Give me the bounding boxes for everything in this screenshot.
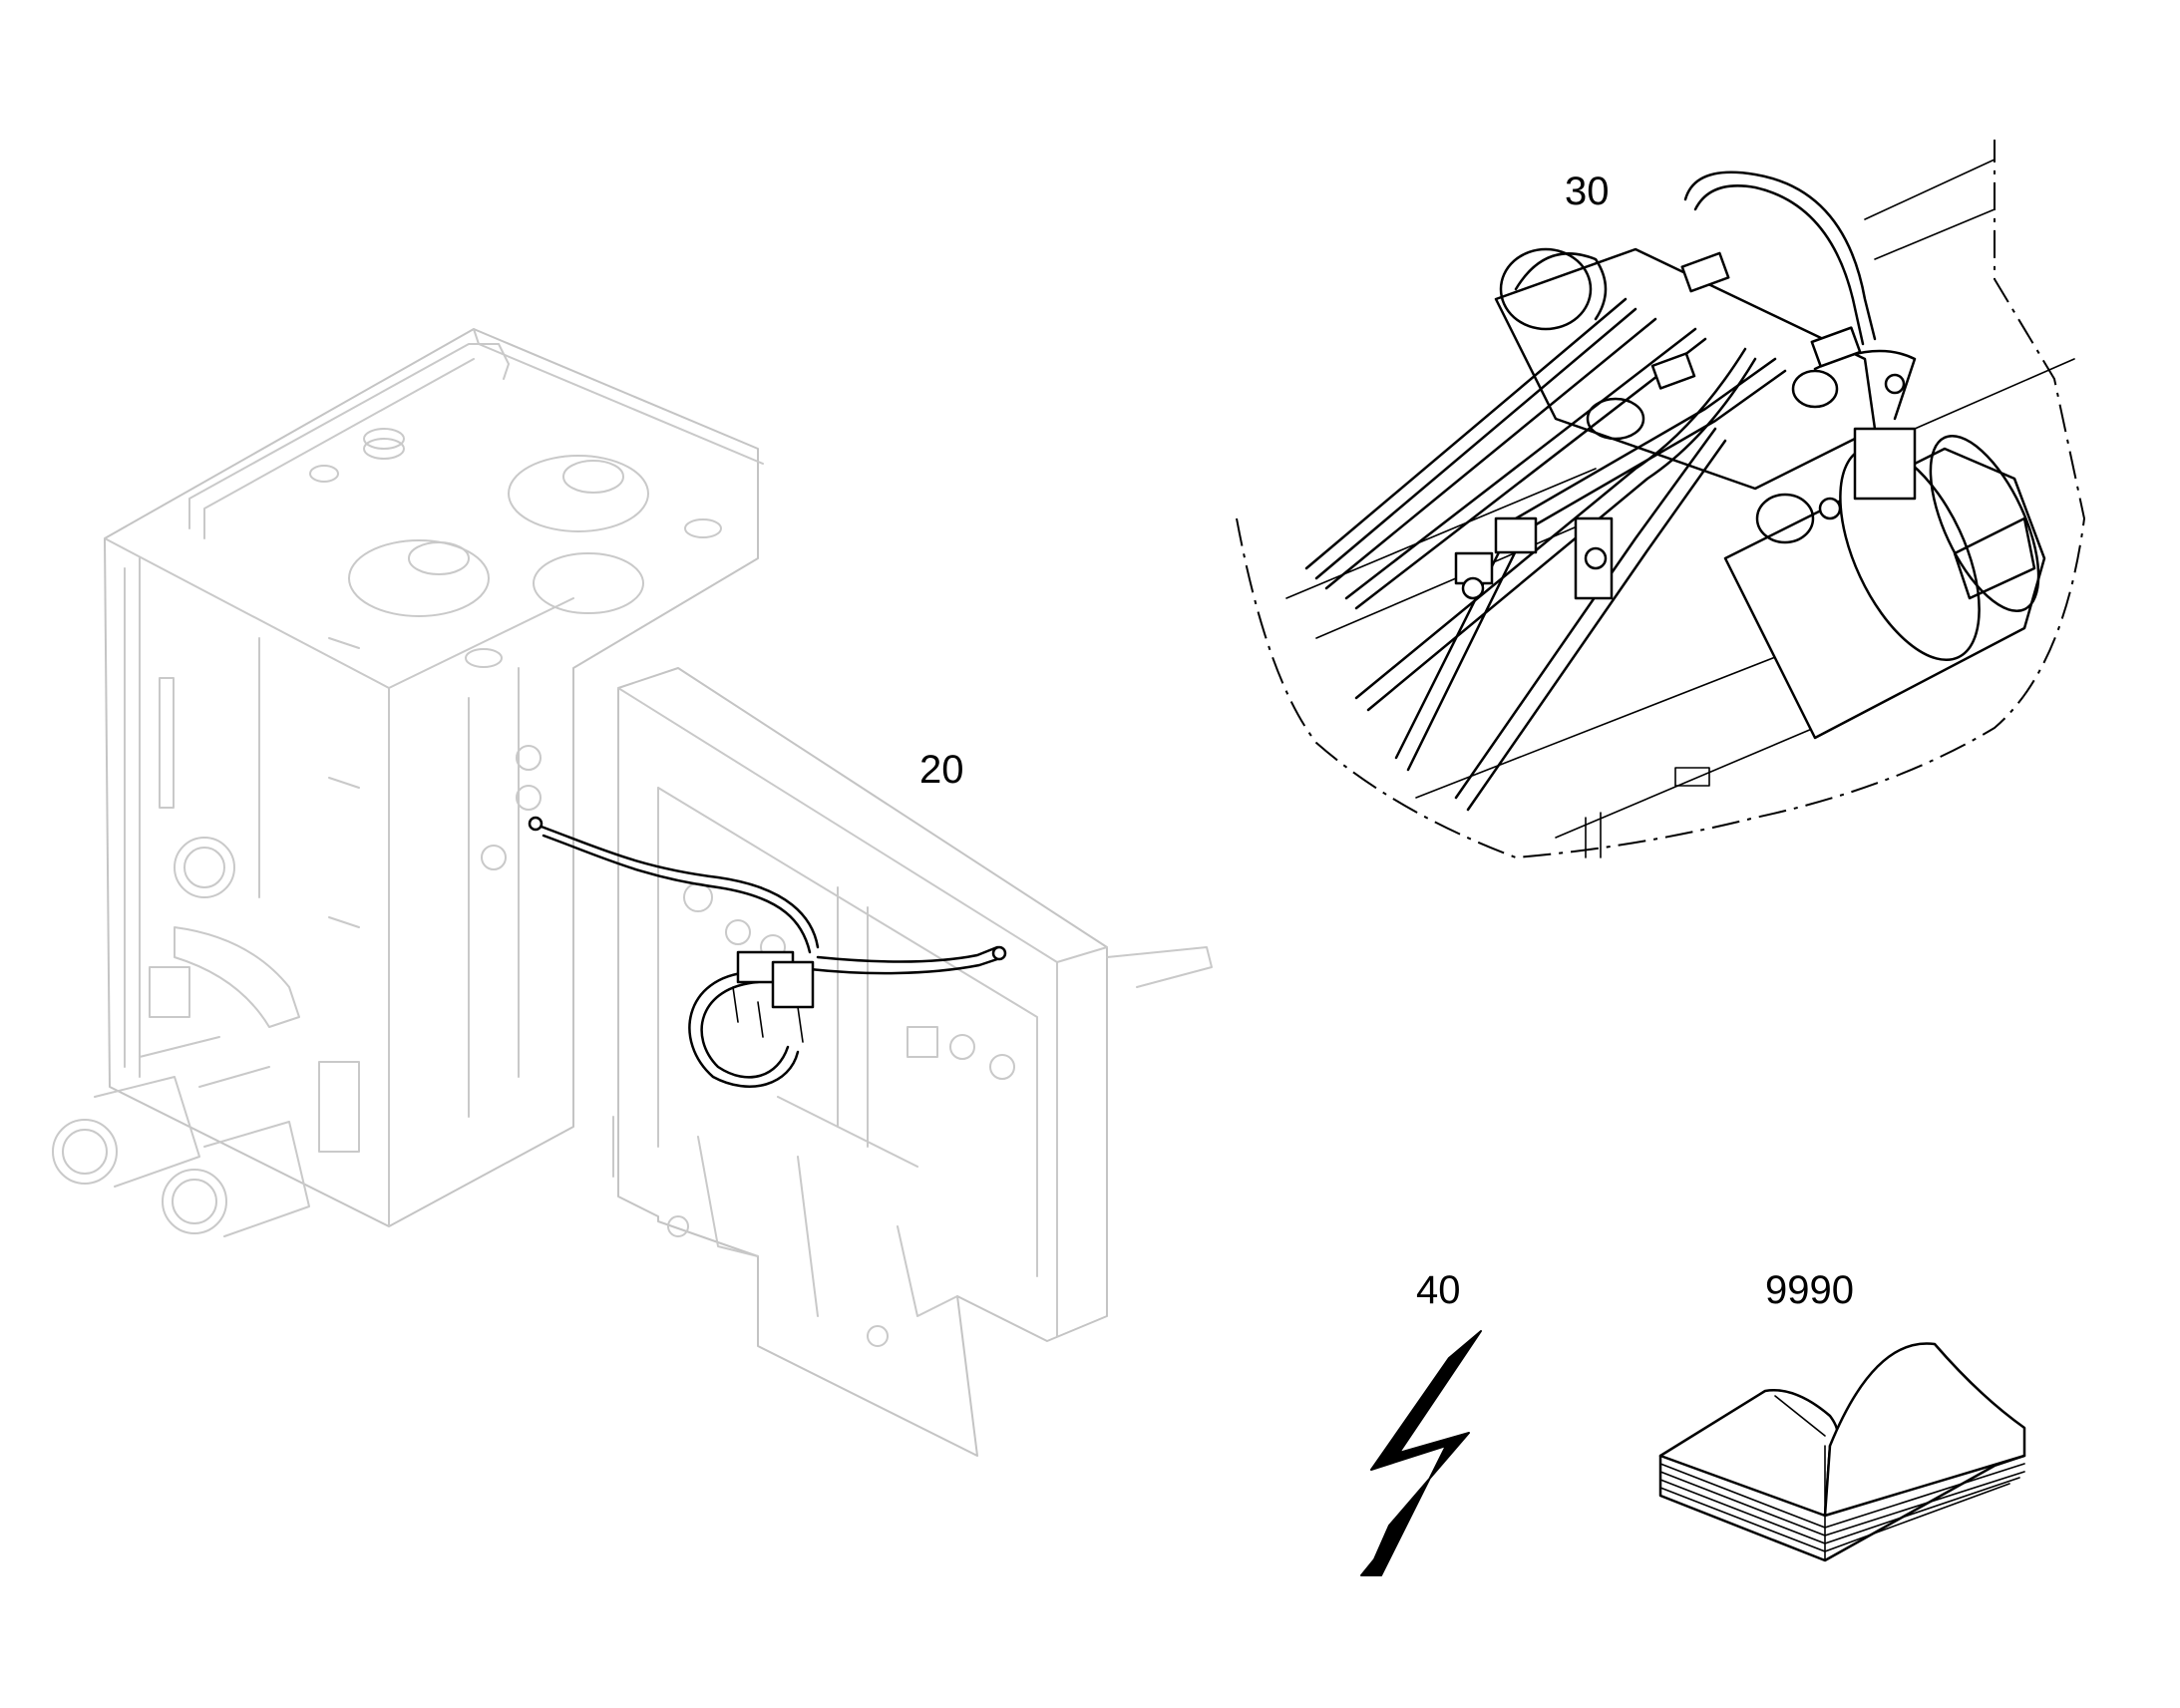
pump-detail-item-30 [1236, 140, 2086, 859]
callout-item-30: 30 [1565, 170, 1610, 213]
tank-assembly-ghost [52, 328, 764, 1237]
callout-item-20: 20 [919, 748, 964, 792]
hose-assembly-item-20 [528, 816, 1007, 1088]
lightning-bolt-icon [1360, 1330, 1482, 1576]
open-book-icon [1658, 1342, 2026, 1562]
mounting-frame-ghost [617, 667, 1213, 1457]
callout-item-9990: 9990 [1765, 1268, 1854, 1312]
callout-item-40: 40 [1416, 1268, 1461, 1312]
